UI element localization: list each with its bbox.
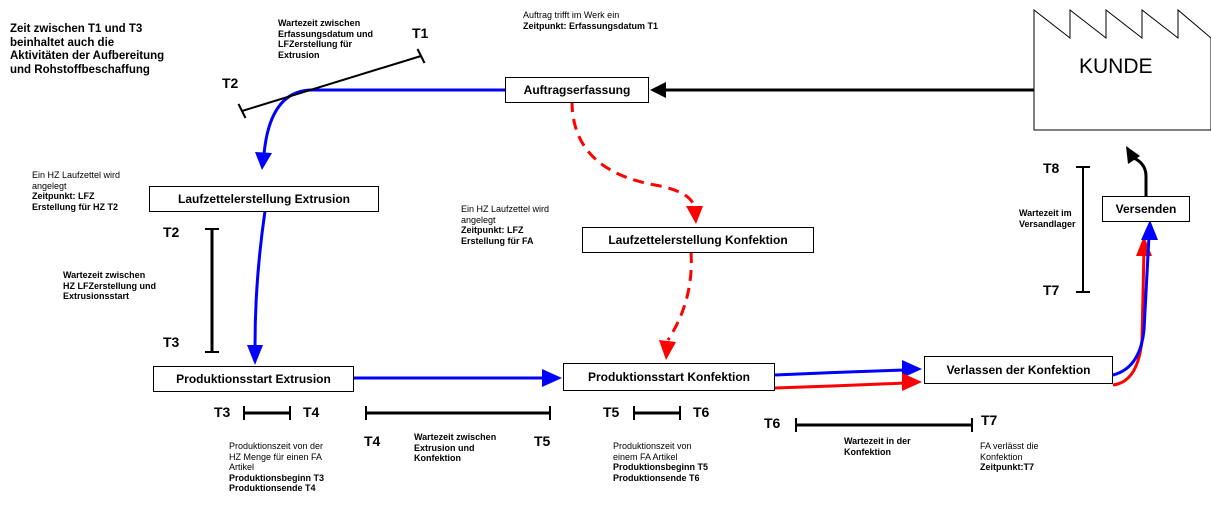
red-flow-5	[1112, 249, 1146, 387]
box-produktionsstart-extrusion[interactable]: Produktionsstart Extrusion	[153, 366, 354, 392]
time-label-t3-left: T3	[163, 334, 180, 350]
time-label-t8: T8	[1043, 160, 1060, 176]
note-fa-verlaesst: FA verlässt die Konfektion Zeitpunkt:T7	[980, 441, 1039, 472]
box-laufzettel-extrusion[interactable]: Laufzettelerstellung Extrusion	[149, 186, 379, 212]
note-wartezeit-t6-t7: Wartezeit in der Konfektion	[844, 436, 911, 457]
delivery-arrow-head	[1126, 146, 1140, 164]
blue-flow-5	[1112, 235, 1151, 377]
note-auftrag: Auftrag trifft im Werk ein Zeitpunkt: Er…	[523, 10, 659, 31]
note-versandlager: Wartezeit im Versandlager	[1019, 208, 1076, 229]
time-label-t2-top: T2	[222, 75, 239, 91]
time-label-t6-bottom: T6	[693, 404, 710, 420]
note-fa-laufzettel: Ein HZ Laufzettel wird angelegt Zeitpunk…	[461, 204, 550, 246]
time-label-t5-mid: T5	[534, 433, 551, 449]
kunde-label: KUNDE	[1079, 55, 1153, 78]
blue-flow-2	[253, 210, 267, 346]
box-auftragserfassung[interactable]: Auftragserfassung	[505, 77, 649, 103]
time-label-t1: T1	[412, 25, 429, 41]
box-verlassen-konfektion[interactable]: Verlassen der Konfektion	[924, 356, 1113, 384]
time-label-t4-bottom: T4	[303, 404, 320, 420]
blue-flow-1	[262, 88, 505, 155]
note-wartezeit-t4-t5: Wartezeit zwischen Extrusion und Konfekt…	[414, 432, 497, 463]
box-produktionsstart-konfektion[interactable]: Produktionsstart Konfektion	[563, 363, 775, 391]
red-dashed-flow-2	[666, 251, 693, 341]
blue-flow-4	[774, 368, 906, 377]
time-label-t7-ship: T7	[1043, 282, 1060, 298]
time-label-t5-bottom: T5	[603, 404, 620, 420]
kunde-building-outline	[1033, 8, 1211, 131]
time-label-t6-right: T6	[764, 415, 781, 431]
red-dashed-flow-1	[570, 100, 696, 209]
time-label-t3-bottom: T3	[214, 404, 231, 420]
red-flow-4	[774, 381, 906, 390]
note-wartezeit-t2-t3: Wartezeit zwischen HZ LFZerstellung und …	[63, 270, 156, 301]
delivery-arrow	[1133, 156, 1148, 196]
time-label-t7-right: T7	[981, 412, 998, 428]
note-produktion-konfektion: Produktionszeit von einem FA Artikel Pro…	[613, 441, 709, 483]
note-wartezeit-t1-t2: Wartezeit zwischen Erfassungsdatum und L…	[278, 18, 374, 60]
interval-t1-t2	[241, 55, 422, 112]
box-laufzettel-konfektion[interactable]: Laufzettelerstellung Konfektion	[582, 227, 814, 253]
header-note: Zeit zwischen T1 und T3 beinhaltet auch …	[10, 23, 165, 76]
box-versenden[interactable]: Versenden	[1102, 196, 1190, 222]
note-hz-laufzettel: Ein HZ Laufzettel wird angelegt Zeitpunk…	[32, 170, 121, 212]
note-produktion-extrusion: Produktionszeit von der HZ Menge für ein…	[229, 441, 325, 493]
time-label-t2-left: T2	[163, 224, 180, 240]
time-label-t4-mid: T4	[364, 433, 381, 449]
order-arrow-head	[650, 82, 666, 98]
